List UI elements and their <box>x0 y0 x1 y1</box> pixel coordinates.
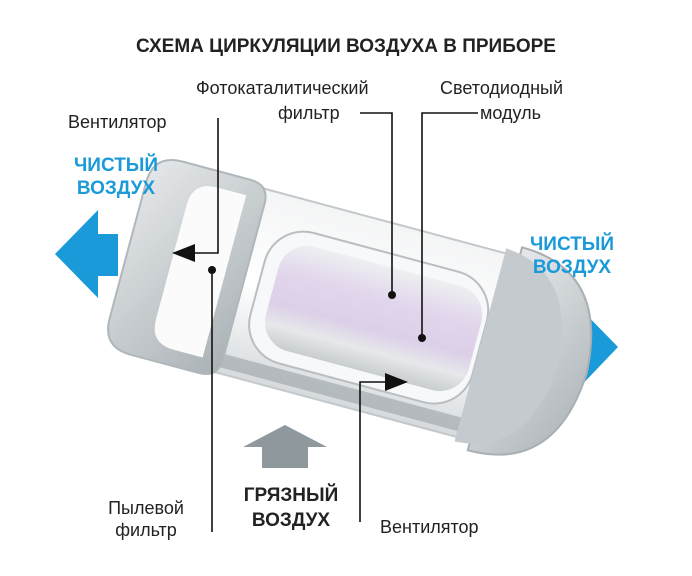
led-module-leader-line <box>421 112 478 338</box>
led-module-dot <box>418 334 426 342</box>
photo-filter-label-1: Фотокаталитический <box>196 78 369 98</box>
device-body <box>107 159 593 456</box>
dirty-air-label-2: ВОЗДУХ <box>251 510 331 531</box>
led-module-label-1: Светодиодный <box>440 78 564 98</box>
dust-filter-label-1: Пылевой <box>108 498 184 518</box>
dust-filter-dot <box>208 266 216 274</box>
photo-filter-label-2: фильтр <box>278 103 340 123</box>
fan-bottom-leader-line <box>359 381 390 522</box>
clean-air-left-label-1: ЧИСТЫЙ <box>73 155 159 176</box>
dust-filter-label-2: фильтр <box>115 520 177 540</box>
photo-filter-dot <box>388 291 396 299</box>
fan-top-arrowhead <box>172 244 195 262</box>
clean-air-left-arrow <box>55 210 118 298</box>
dirty-air-label-1: ГРЯЗНЫЙ <box>243 485 339 506</box>
dirty-air-arrow <box>243 425 327 468</box>
clean-air-left-label-2: ВОЗДУХ <box>76 178 156 199</box>
fan-top-label: Вентилятор <box>68 112 167 132</box>
clean-air-right-label-1: ЧИСТЫЙ <box>529 234 615 255</box>
diagram-title: СХЕМА ЦИРКУЛЯЦИИ ВОЗДУХА В ПРИБОРЕ <box>136 36 556 57</box>
led-module-label-2: модуль <box>480 103 541 123</box>
fan-bottom-arrowhead <box>385 373 408 391</box>
photo-filter-leader-line <box>360 112 393 295</box>
clean-air-right-label-2: ВОЗДУХ <box>532 257 612 278</box>
fan-top-leader-line <box>190 118 219 254</box>
fan-bottom-label: Вентилятор <box>380 517 479 537</box>
